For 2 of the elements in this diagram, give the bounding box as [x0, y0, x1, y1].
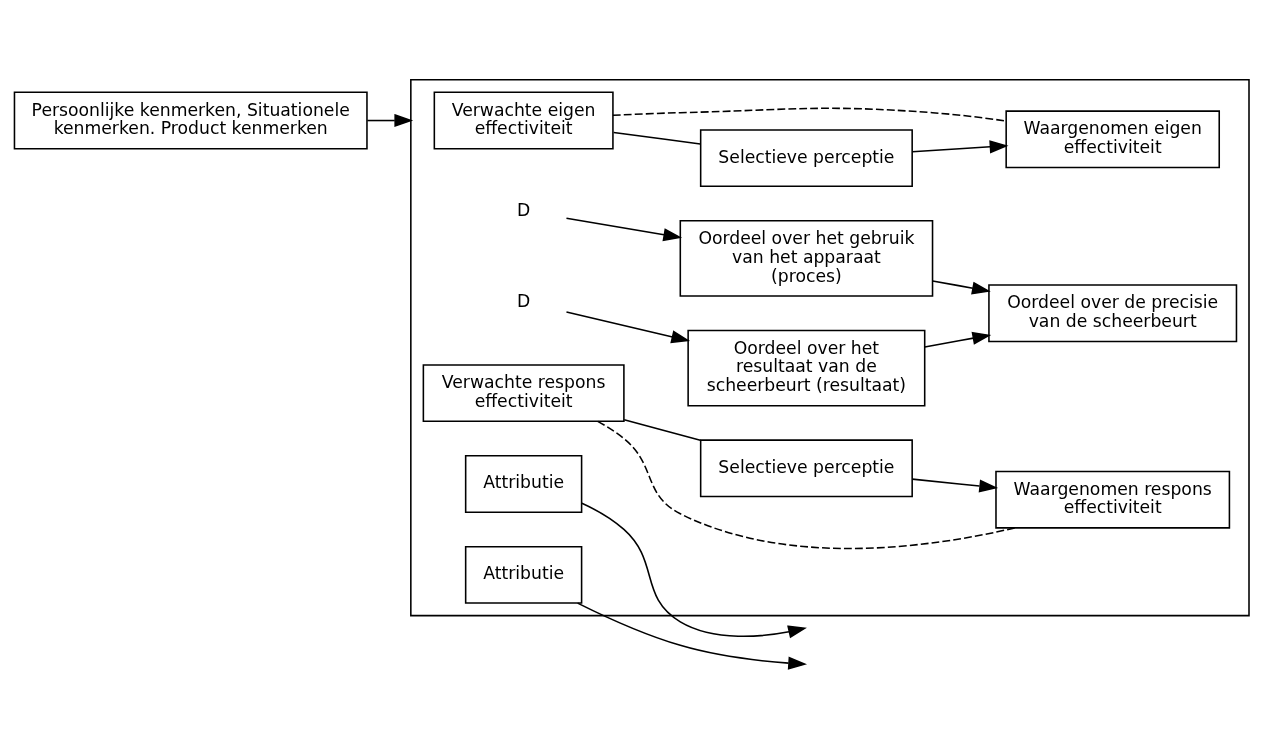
node-text: D	[517, 290, 531, 311]
node-text: D	[517, 199, 531, 220]
